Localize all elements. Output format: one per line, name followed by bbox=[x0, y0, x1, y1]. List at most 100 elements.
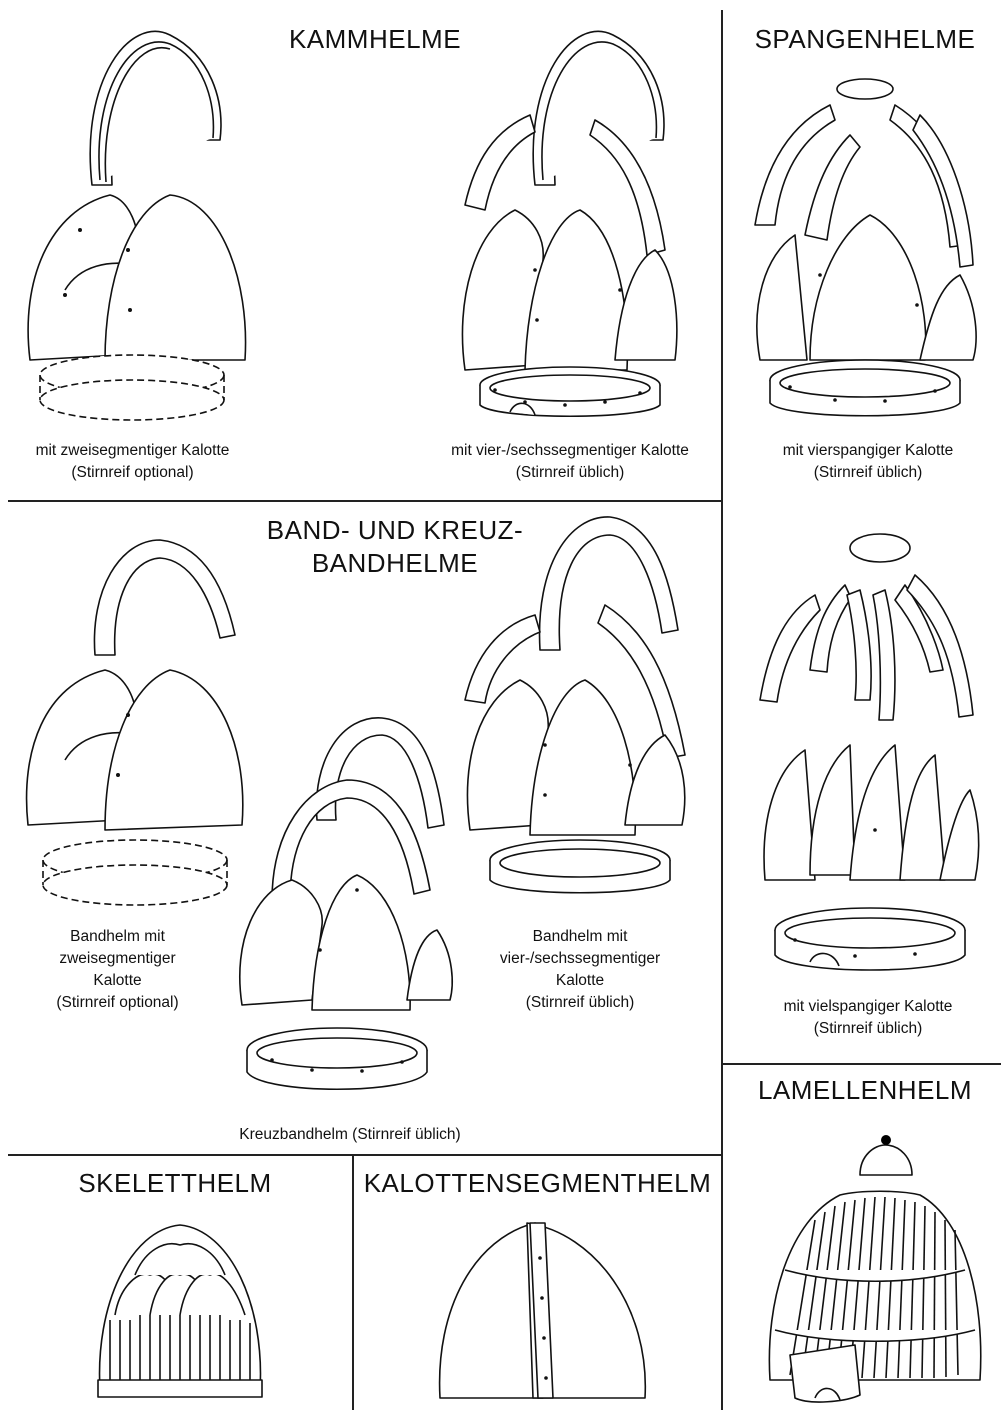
rivet bbox=[543, 743, 547, 747]
bandhelm-four-segment-drawing bbox=[460, 505, 700, 915]
bandhelm-two-segment-drawing bbox=[20, 520, 250, 920]
rivet bbox=[270, 1058, 274, 1062]
caption-spangen-four: mit vierspangiger Kalotte (Stirnreif übl… bbox=[738, 440, 998, 484]
rivet bbox=[540, 1296, 544, 1300]
rivet bbox=[873, 828, 877, 832]
rivet bbox=[853, 954, 857, 958]
rivet bbox=[318, 948, 322, 952]
spangenhelm-four-drawing bbox=[745, 75, 985, 430]
title-spangenhelme: SPANGENHELME bbox=[740, 24, 990, 55]
spange-3 bbox=[847, 590, 871, 700]
rivet bbox=[618, 288, 622, 292]
band-left bbox=[465, 115, 535, 210]
rivet bbox=[538, 1256, 542, 1260]
caption-line: mit vielspangiger Kalotte bbox=[738, 996, 998, 1018]
rivet bbox=[533, 268, 537, 272]
caption-line: (Stirnreif üblich) bbox=[465, 992, 695, 1014]
calotte-segment-4 bbox=[900, 755, 945, 880]
caption-band-two: Bandhelm mit zweisegmentiger Kalotte (St… bbox=[10, 926, 225, 1014]
calotte-segment-right bbox=[615, 250, 677, 360]
caption-line: (Stirnreif üblich) bbox=[738, 462, 998, 484]
kreuzbandhelm-drawing bbox=[232, 710, 462, 1115]
spange-center-left bbox=[805, 135, 860, 240]
kammhelm-two-segment-drawing bbox=[20, 20, 250, 430]
calotte-segment-center bbox=[530, 680, 635, 835]
brow-ring-dashed-lower bbox=[40, 380, 224, 420]
divider-vertical-right bbox=[721, 10, 723, 1410]
caption-line: (Stirnreif üblich) bbox=[420, 462, 720, 484]
rivet bbox=[310, 1068, 314, 1072]
title-kalottensegmenthelm: KALOTTENSEGMENTHELM bbox=[360, 1168, 715, 1199]
calotte-segment-center bbox=[525, 210, 627, 370]
rivet bbox=[833, 398, 837, 402]
rivet bbox=[535, 318, 539, 322]
rivet bbox=[933, 389, 937, 393]
rivet bbox=[788, 385, 792, 389]
rivet bbox=[523, 400, 527, 404]
caption-line: Kalotte bbox=[465, 970, 695, 992]
rivet bbox=[360, 1069, 364, 1073]
rivet bbox=[128, 308, 132, 312]
caption-kamm-two: mit zweisegmentiger Kalotte (Stirnreif o… bbox=[0, 440, 265, 484]
caption-line: Kreuzbandhelm (Stirnreif üblich) bbox=[195, 1124, 505, 1146]
rivet bbox=[63, 293, 67, 297]
brow-ring-inner bbox=[257, 1038, 417, 1068]
rivet bbox=[915, 303, 919, 307]
crown-knob bbox=[881, 1135, 891, 1145]
caption-line: mit vier-/sechssegmentiger Kalotte bbox=[420, 440, 720, 462]
caption-band-four: Bandhelm mit vier-/sechssegmentiger Kalo… bbox=[465, 926, 695, 1014]
band-arch bbox=[94, 540, 235, 655]
rivet bbox=[493, 388, 497, 392]
rivet bbox=[628, 763, 632, 767]
rivet bbox=[818, 273, 822, 277]
caption-line: zweisegmentiger bbox=[10, 948, 225, 970]
crown-cap bbox=[860, 1145, 912, 1175]
brow-ring-inner bbox=[490, 375, 650, 401]
calotte-segment-right bbox=[407, 930, 452, 1000]
title-lamellenhelm: LAMELLENHELM bbox=[740, 1075, 990, 1106]
rivet bbox=[116, 773, 120, 777]
lamellenhelm-drawing bbox=[760, 1130, 985, 1405]
lamella bbox=[945, 1220, 946, 1377]
rivet bbox=[883, 399, 887, 403]
divider-kamm-band bbox=[8, 500, 722, 502]
caption-line: Bandhelm mit bbox=[465, 926, 695, 948]
spange-6 bbox=[907, 575, 973, 717]
divider-band-bottom bbox=[8, 1154, 722, 1156]
rivet bbox=[563, 403, 567, 407]
calotte-segment-5 bbox=[940, 790, 979, 880]
spangenhelm-many-drawing bbox=[755, 530, 985, 985]
caption-line: Bandhelm mit bbox=[10, 926, 225, 948]
spange-1 bbox=[760, 595, 820, 702]
calotte-segment-3 bbox=[850, 745, 905, 880]
rivet bbox=[543, 793, 547, 797]
caption-spangen-many: mit vielspangiger Kalotte (Stirnreif übl… bbox=[738, 996, 998, 1040]
rivet bbox=[793, 938, 797, 942]
rivet bbox=[913, 952, 917, 956]
caption-line: (Stirnreif üblich) bbox=[738, 1018, 998, 1040]
rivet bbox=[78, 228, 82, 232]
calotte-segment-left bbox=[240, 880, 322, 1005]
lamella bbox=[934, 1212, 935, 1378]
crown-disc bbox=[850, 534, 910, 562]
rivet bbox=[126, 248, 130, 252]
crown-disc bbox=[837, 79, 893, 99]
calotte-segment-1 bbox=[764, 750, 815, 880]
caption-kamm-four: mit vier-/sechssegmentiger Kalotte (Stir… bbox=[420, 440, 720, 484]
rivet bbox=[638, 391, 642, 395]
caption-line: (Stirnreif optional) bbox=[0, 462, 265, 484]
calotte-segment-2 bbox=[810, 745, 855, 875]
divider-spangen-lamellen bbox=[722, 1063, 1001, 1065]
spange-4 bbox=[873, 590, 895, 720]
brow-ring-inner bbox=[500, 849, 660, 877]
divider-skelett-kalotten bbox=[352, 1155, 354, 1410]
caption-kreuz: Kreuzbandhelm (Stirnreif üblich) bbox=[195, 1124, 505, 1146]
caption-line: Kalotte bbox=[10, 970, 225, 992]
skeletthelm-drawing bbox=[95, 1215, 265, 1405]
rivet bbox=[544, 1376, 548, 1380]
calotte-segment-center bbox=[312, 875, 410, 1010]
kalottensegmenthelm-drawing bbox=[435, 1218, 655, 1408]
caption-line: (Stirnreif optional) bbox=[10, 992, 225, 1014]
brow-ring-dashed-lower bbox=[43, 865, 227, 905]
rivet bbox=[603, 400, 607, 404]
